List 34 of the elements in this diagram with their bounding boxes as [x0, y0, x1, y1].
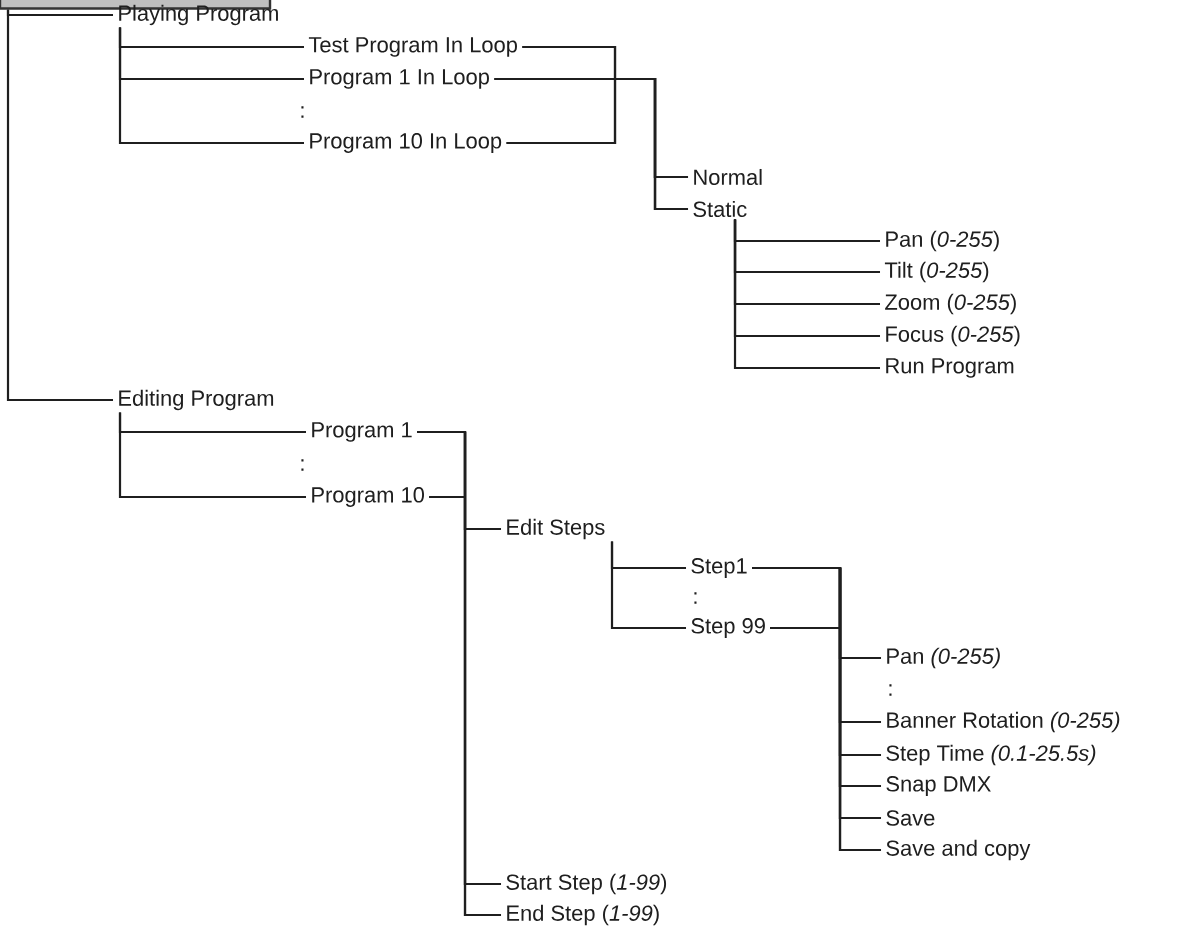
- menu-item: Normal: [694, 168, 762, 186]
- menu-item: Banner Rotation (0-255): [887, 711, 1120, 733]
- menu-item: Snap DMX: [886, 776, 991, 796]
- menu-item: Static: [693, 200, 747, 218]
- connector-line: [610, 541, 686, 630]
- menu-item: Step 99: [691, 618, 765, 638]
- menu-item: Program 10: [312, 487, 424, 507]
- menu-item: Program 1: [312, 422, 412, 442]
- menu-item: Program 10 In Loop: [310, 133, 502, 153]
- menu-item: Tilt (0-255): [884, 261, 989, 283]
- menu-item: Zoom (0-255): [885, 293, 1016, 315]
- menu-item: Save and copy: [886, 839, 1031, 861]
- menu-item: Edit Steps: [507, 518, 605, 540]
- menu-item: Start Step (1-99): [506, 873, 667, 895]
- connector-line: [733, 219, 880, 370]
- menu-item: Playing Program: [119, 4, 278, 26]
- menu-item: Pan (0-255): [886, 230, 999, 252]
- menu-item: Pan (0-255): [887, 647, 1000, 669]
- menu-item: Save: [886, 810, 935, 826]
- ellipsis-mark: :: [301, 106, 304, 118]
- connector-line: [118, 27, 304, 145]
- menu-item: Run Program: [886, 358, 1014, 378]
- menu-item: Program 1 In Loop: [310, 69, 489, 89]
- menu-item: Editing Program: [119, 389, 274, 411]
- ellipsis-mark: :: [889, 684, 892, 696]
- menu-item: End Step (1-99): [507, 904, 659, 926]
- connector-line: [118, 412, 306, 499]
- menu-item: Step1: [691, 558, 747, 578]
- menu-item: Step Time (0.1-25.5s): [886, 744, 1096, 766]
- ellipsis-mark: :: [694, 592, 697, 604]
- menu-item: Focus (0-255): [886, 325, 1020, 347]
- connector-line: [6, 9, 113, 402]
- menu-item: Test Program In Loop: [308, 37, 517, 57]
- ellipsis-mark: :: [301, 459, 304, 471]
